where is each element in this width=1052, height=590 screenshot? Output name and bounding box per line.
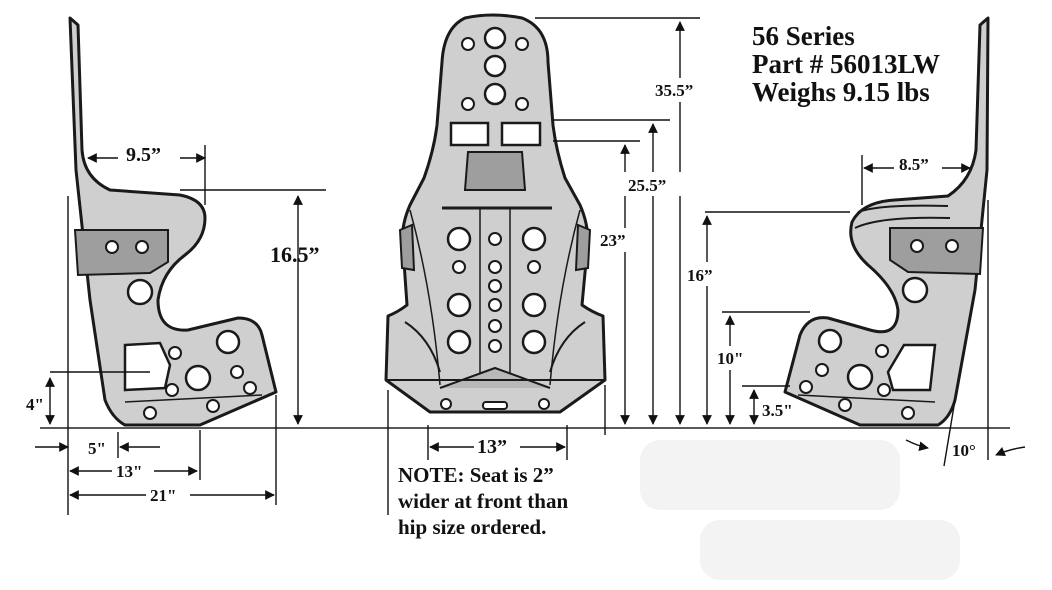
front-vent-hole bbox=[488, 298, 502, 312]
shoulder-belt-slot-left bbox=[449, 121, 490, 147]
right-vent-hole bbox=[901, 276, 929, 304]
label-overall-height: 35.5” bbox=[655, 81, 693, 100]
right-vent-hole bbox=[817, 328, 843, 354]
front-seat-shell bbox=[384, 13, 607, 414]
left-vent-hole bbox=[230, 365, 244, 379]
front-vent-hole bbox=[446, 292, 472, 318]
label-base-width: 13” bbox=[477, 436, 507, 458]
right-vent-hole bbox=[846, 363, 874, 391]
right-vent-hole bbox=[799, 380, 813, 394]
left-shoulder-plate bbox=[73, 229, 169, 277]
left-vent-hole bbox=[126, 278, 154, 306]
right-bolt-hole bbox=[910, 239, 924, 253]
front-base-hole bbox=[538, 398, 550, 410]
left-vent-hole bbox=[215, 329, 241, 355]
label-front-offset: 5" bbox=[88, 439, 106, 458]
right-hip-cutout bbox=[886, 343, 937, 392]
left-vent-hole bbox=[168, 346, 182, 360]
front-vent-hole bbox=[527, 260, 541, 274]
background-smudge bbox=[640, 440, 900, 510]
left-vent-hole bbox=[243, 381, 257, 395]
front-vent-hole bbox=[488, 232, 502, 246]
left-bolt-hole bbox=[135, 240, 149, 254]
right-bolt-hole bbox=[945, 239, 959, 253]
left-side-seat-view bbox=[68, 16, 278, 427]
note-line-3: hip size ordered. bbox=[398, 515, 547, 539]
label-base-height: 4" bbox=[26, 395, 44, 414]
front-base-slot bbox=[482, 401, 508, 410]
part-number-label: Part # 56013LW bbox=[752, 49, 940, 79]
front-vent-hole bbox=[452, 260, 466, 274]
front-vent-hole bbox=[515, 97, 529, 111]
front-vent-hole bbox=[483, 54, 507, 78]
label-shoulder-slot-height: 25.5” bbox=[628, 176, 666, 195]
label-side-support-height: 16” bbox=[687, 266, 713, 285]
right-view-dimensions: 8.5” 16” 10" 3.5" 10° bbox=[682, 152, 1026, 467]
shoulder-belt-slot-right bbox=[500, 121, 542, 147]
right-side-seat-view bbox=[783, 16, 990, 427]
label-shoulder-height: 16.5” bbox=[270, 242, 320, 267]
product-info: 56 Series Part # 56013LW Weighs 9.15 lbs bbox=[752, 22, 940, 106]
front-right-bolster-plate bbox=[574, 223, 592, 272]
front-base-hole bbox=[440, 398, 452, 410]
right-vent-hole bbox=[875, 344, 889, 358]
right-shoulder-plate bbox=[889, 227, 985, 276]
front-vent-hole bbox=[488, 339, 502, 353]
left-bolt-hole bbox=[105, 240, 119, 254]
front-vent-hole bbox=[483, 26, 507, 50]
front-vent-hole bbox=[488, 260, 502, 274]
front-vent-hole bbox=[515, 37, 529, 51]
front-vent-hole bbox=[483, 82, 507, 106]
front-seat-view bbox=[384, 13, 607, 414]
note-line-2: wider at front than bbox=[398, 489, 569, 513]
front-view-dimensions: 35.5” 25.5” 23” 13” bbox=[387, 17, 710, 515]
weight-label: Weighs 9.15 lbs bbox=[752, 77, 930, 107]
left-vent-hole bbox=[165, 383, 179, 397]
front-vent-hole bbox=[521, 292, 547, 318]
label-base-height-right: 3.5" bbox=[762, 401, 793, 420]
label-thigh-depth: 8.5” bbox=[899, 155, 929, 174]
front-vent-hole bbox=[521, 226, 547, 252]
sizing-note: NOTE: Seat is 2” wider at front than hip… bbox=[398, 462, 568, 540]
left-vent-hole bbox=[184, 364, 212, 392]
left-vent-hole bbox=[206, 399, 220, 413]
front-vent-hole bbox=[461, 37, 475, 51]
label-hip-height: 10" bbox=[717, 349, 743, 368]
left-hip-cutout bbox=[123, 341, 172, 392]
note-line-1: NOTE: Seat is 2” bbox=[398, 463, 554, 487]
front-vent-hole bbox=[488, 319, 502, 333]
label-recline-angle: 10° bbox=[952, 441, 976, 460]
right-vent-hole bbox=[838, 398, 852, 412]
series-label: 56 Series bbox=[752, 21, 855, 51]
right-seat-shell bbox=[783, 16, 990, 427]
left-seat-shell bbox=[68, 16, 278, 427]
label-back-depth: 9.5” bbox=[126, 144, 161, 166]
front-vent-hole bbox=[446, 329, 472, 355]
front-vent-hole bbox=[488, 279, 502, 293]
left-view-dimensions: 9.5” 16.5” 4" 5" 13" 21" bbox=[26, 140, 326, 515]
background-smudge bbox=[700, 520, 960, 580]
right-vent-hole bbox=[815, 363, 829, 377]
left-vent-hole bbox=[143, 406, 157, 420]
front-vent-hole bbox=[461, 97, 475, 111]
label-seat-depth: 13" bbox=[116, 462, 142, 481]
front-vent-hole bbox=[446, 226, 472, 252]
label-overall-depth: 21" bbox=[150, 486, 176, 505]
right-vent-hole bbox=[901, 406, 915, 420]
right-vent-hole bbox=[877, 383, 891, 397]
front-vent-hole bbox=[521, 329, 547, 355]
front-headrest-bracket bbox=[463, 151, 527, 191]
front-left-bolster-plate bbox=[398, 223, 416, 272]
label-belt-slot-height: 23” bbox=[600, 231, 626, 250]
